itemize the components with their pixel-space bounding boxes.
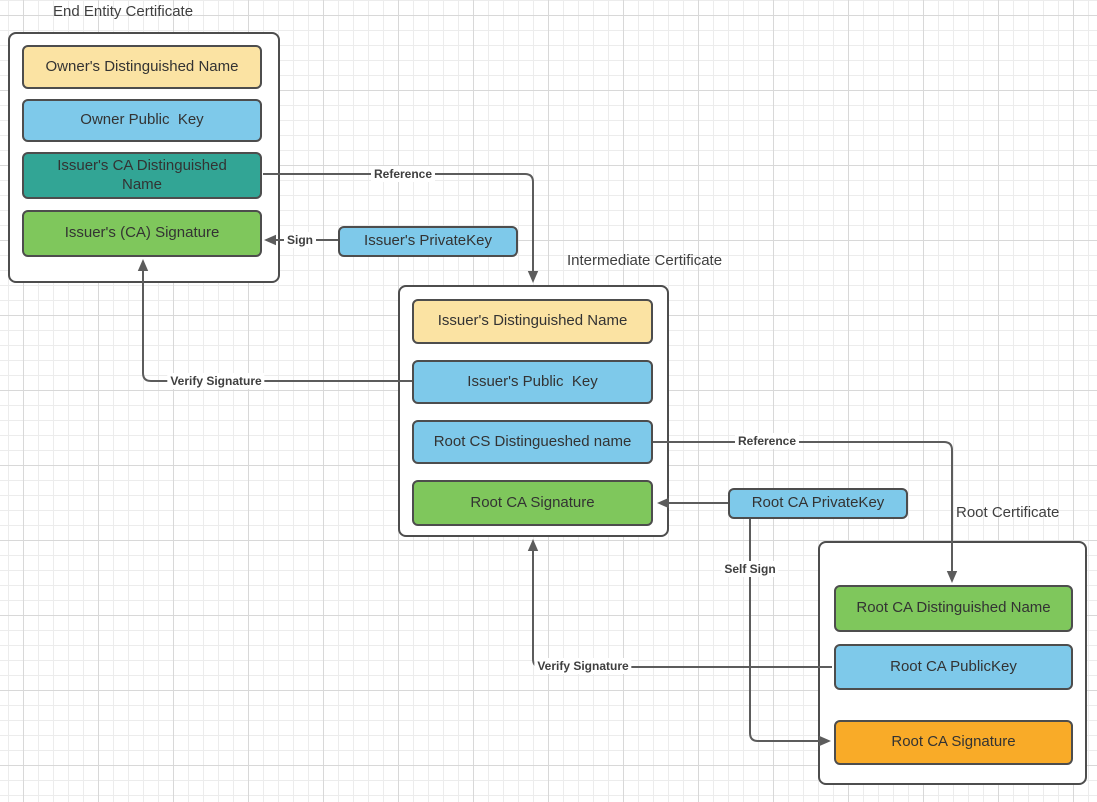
sign-connector-label: Sign — [284, 232, 316, 248]
field-issuer-ca-signature: Issuer's (CA) Signature — [22, 210, 262, 257]
field-root-ca-signature-root: Root CA Signature — [834, 720, 1073, 765]
key-issuer-private-key: Issuer's PrivateKey — [338, 226, 518, 257]
verify-signature-root-connector-label: Verify Signature — [534, 658, 632, 674]
connector-verify-root-to-intermediate-arrow — [527, 539, 832, 668]
reference-end-connector-label: Reference — [370, 166, 436, 182]
field-issuer-ca-distinguished-name: Issuer's CA Distinguished Name — [22, 152, 262, 199]
connector-root-private-to-intermediate-signature-arrow — [657, 497, 728, 509]
intermediate-certificate-title: Intermediate Certificate — [567, 252, 723, 269]
verify-signature-end-connector-label: Verify Signature — [167, 373, 265, 389]
root-certificate-title: Root Certificate — [956, 504, 1060, 521]
end-entity-certificate-title: End Entity Certificate — [53, 3, 194, 20]
reference-root-connector-label: Reference — [734, 433, 800, 449]
connector-reference-end-to-intermediate-arrow — [263, 173, 539, 283]
field-root-ca-distinguished-name: Root CA Distinguished Name — [834, 585, 1073, 632]
self-sign-connector-label: Self Sign — [721, 561, 779, 577]
field-root-cs-distingueshed-name: Root CS Distingueshed name — [412, 420, 653, 464]
field-owner-public-key: Owner Public Key — [22, 99, 262, 142]
field-owner-distinguished-name: Owner's Distinguished Name — [22, 45, 262, 89]
field-issuer-distinguished-name: Issuer's Distinguished Name — [412, 299, 653, 344]
field-root-ca-publickey: Root CA PublicKey — [834, 644, 1073, 690]
field-issuer-public-key: Issuer's Public Key — [412, 360, 653, 404]
connector-reference-intermediate-to-root-arrow — [653, 441, 958, 583]
field-root-ca-signature-intermediate: Root CA Signature — [412, 480, 653, 526]
connector-self-sign-arrow — [749, 519, 831, 747]
key-root-ca-private-key: Root CA PrivateKey — [728, 488, 908, 519]
connector-verify-intermediate-to-end-arrow — [137, 259, 412, 382]
